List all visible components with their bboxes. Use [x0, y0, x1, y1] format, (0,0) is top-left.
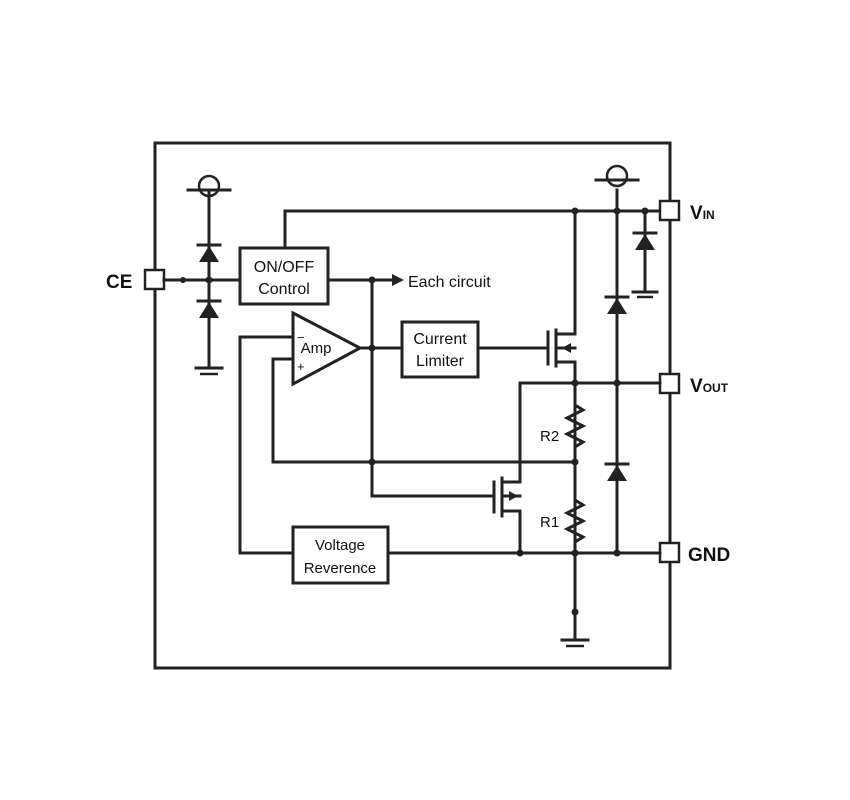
voltage-line1: Voltage — [315, 537, 365, 554]
junction-dot — [516, 549, 524, 557]
r1-resistor-icon — [563, 493, 587, 549]
amp-label: Amp — [301, 340, 332, 357]
amp-triangle — [291, 310, 364, 387]
current-line1: Current — [413, 331, 467, 348]
supply-symbol-icon — [605, 164, 629, 188]
voltage-line2: Reverence — [304, 560, 377, 577]
supply-symbol-icon — [197, 174, 221, 198]
gnd-pin — [658, 541, 681, 564]
junction-dot — [571, 549, 579, 557]
vout-label: VOUT — [690, 376, 729, 397]
junction-dot — [571, 458, 579, 466]
diode-icon — [199, 302, 219, 318]
diode-icon — [607, 298, 627, 314]
vin-pin — [658, 199, 681, 222]
gnd-label: GND — [688, 545, 730, 566]
amp-minus: − — [297, 330, 305, 345]
ce-pin — [143, 268, 166, 291]
vout-pin — [658, 372, 681, 395]
ce-label: CE — [106, 272, 132, 293]
junction-dot — [571, 379, 579, 387]
arrow-icon — [392, 274, 404, 286]
chip-outline — [153, 141, 672, 670]
vin-label: VIN — [690, 203, 715, 224]
arrow-icon — [562, 343, 571, 353]
current-line2: Limiter — [416, 353, 465, 370]
voltage-reference-block — [291, 525, 390, 585]
each-circuit-label: Each circuit — [408, 274, 491, 291]
r2-label: R2 — [540, 428, 559, 445]
r2-resistor-icon — [563, 398, 587, 454]
onoff-line2: Control — [258, 281, 310, 298]
diode-icon — [199, 246, 219, 262]
r1-label: R1 — [540, 514, 559, 531]
diode-icon — [635, 234, 655, 250]
junction-dot — [571, 608, 579, 616]
amp-plus: + — [297, 359, 305, 374]
diode-icon — [607, 465, 627, 481]
junction-dot — [180, 277, 186, 283]
arrow-icon — [509, 491, 518, 501]
onoff-line1: ON/OFF — [254, 259, 315, 276]
onoff-control-block — [238, 246, 330, 306]
